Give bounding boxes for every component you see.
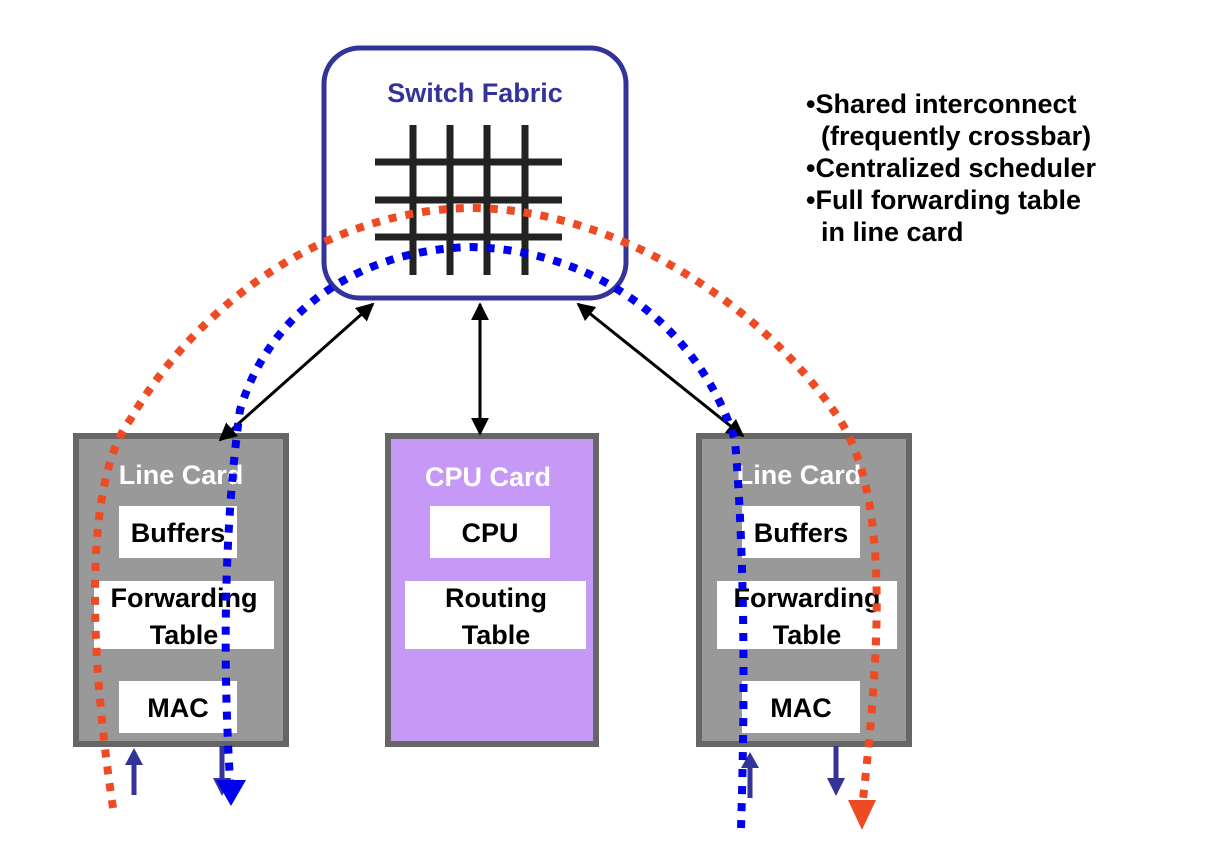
blue-packet-path	[221, 242, 748, 829]
left-buffers-box	[119, 506, 237, 558]
switch-fabric-title: Switch Fabric	[387, 78, 563, 108]
red-packet-path	[91, 203, 881, 809]
left-forwarding-table-line1: Forwarding	[111, 583, 258, 613]
right-ingress-arrow	[741, 752, 759, 798]
right-card-fabric-link-arrow	[576, 302, 745, 438]
right-mac-label: MAC	[770, 693, 832, 723]
right-mac-box	[742, 681, 860, 733]
left-buffers-label: Buffers	[131, 518, 226, 548]
feature-bullet-list: •Shared interconnect (frequently crossba…	[806, 88, 1096, 248]
bullet-item: in line card	[806, 217, 964, 247]
right-forwarding-table-line1: Forwarding	[734, 583, 881, 613]
routing-table-box	[405, 581, 586, 649]
bullet-item: (frequently crossbar)	[806, 121, 1092, 151]
red-path-arrowhead	[848, 800, 876, 830]
blue-path-arrowhead	[216, 780, 246, 806]
left-forwarding-table-box	[94, 581, 274, 649]
left-mac-label: MAC	[147, 693, 209, 723]
cpu-card: CPU Card CPU Routing Table	[385, 433, 599, 747]
cpu-label: CPU	[461, 518, 518, 548]
bullet-item: •Full forwarding table	[806, 185, 1081, 215]
left-card-fabric-link-arrow	[218, 302, 375, 442]
right-buffers-label: Buffers	[754, 518, 849, 548]
left-ingress-arrow	[125, 748, 143, 795]
right-forwarding-table-line2: Table	[773, 620, 842, 650]
left-line-card: Line Card Buffers Forwarding Table MAC	[73, 433, 289, 747]
bullet-item: •Shared interconnect	[806, 89, 1077, 119]
bullet-item: •Centralized scheduler	[806, 153, 1097, 183]
right-egress-arrow	[827, 746, 845, 796]
routing-table-line2: Table	[462, 620, 531, 650]
cpu-box	[430, 506, 550, 558]
right-line-card-title: Line Card	[737, 460, 862, 490]
left-forwarding-table-line2: Table	[150, 620, 219, 650]
right-buffers-box	[742, 506, 860, 558]
left-mac-box	[119, 681, 237, 733]
left-line-card-title: Line Card	[119, 460, 244, 490]
cpu-card-title: CPU Card	[425, 462, 551, 492]
switch-fabric: Switch Fabric	[321, 45, 629, 301]
routing-table-line1: Routing	[445, 583, 547, 613]
